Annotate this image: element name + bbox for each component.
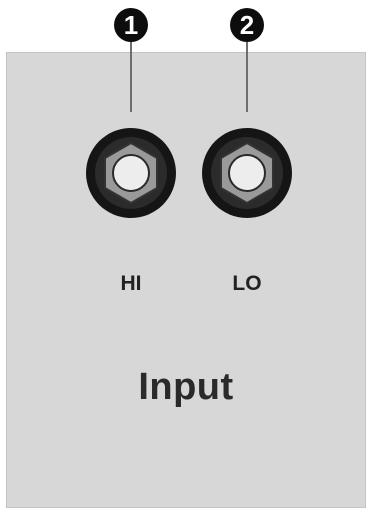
callout-1-badge: 1 xyxy=(114,8,148,42)
hi-jack-label: HI xyxy=(120,272,142,295)
banana-jack-icon xyxy=(202,128,292,218)
input-panel xyxy=(6,52,366,508)
lo-input-jack[interactable] xyxy=(200,126,294,220)
callout-2-badge: 2 xyxy=(230,8,264,42)
lo-jack-label: LO xyxy=(232,272,262,295)
banana-jack-icon xyxy=(86,128,176,218)
callout-2-leader-line xyxy=(246,42,248,112)
hi-input-jack[interactable] xyxy=(84,126,178,220)
callout-1-number: 1 xyxy=(123,10,139,40)
callout-2-number: 2 xyxy=(239,10,255,40)
callout-1-leader-line xyxy=(130,42,132,112)
section-title: Input xyxy=(138,366,234,408)
